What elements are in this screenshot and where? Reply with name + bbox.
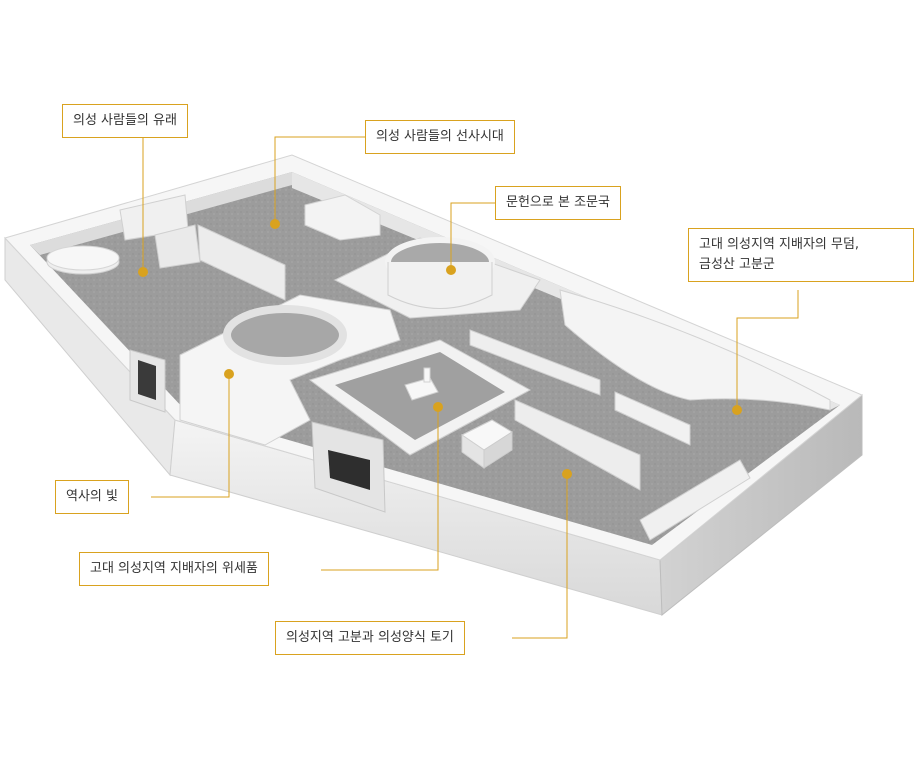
label-ruler-tombs-line2: 금성산 고분군 — [699, 257, 775, 272]
label-light: 역사의 빛 — [55, 480, 129, 514]
label-ruler-tombs: 고대 의성지역 지배자의 무덤, 금성산 고분군 — [688, 228, 914, 282]
regalia-pedestal — [404, 377, 439, 401]
ruler-tombs-curved-wall — [559, 289, 831, 411]
pottery-partition-3 — [639, 459, 751, 541]
label-light-text: 역사의 빛 — [66, 489, 118, 504]
label-pottery-text: 의성지역 고분과 의성양식 토기 — [286, 630, 454, 645]
partition-wall-2 — [154, 224, 201, 269]
marker-dots — [138, 219, 742, 479]
label-pottery: 의성지역 고분과 의성양식 토기 — [275, 621, 465, 655]
label-ruler-tombs-line1: 고대 의성지역 지배자의 무덤, — [699, 237, 860, 252]
prehistoric-platform — [304, 194, 381, 241]
label-origin-text: 의성 사람들의 유래 — [73, 113, 177, 128]
label-regalia-text: 고대 의성지역 지배자의 위세품 — [90, 561, 258, 576]
label-jomunguk-text: 문헌으로 본 조문국 — [506, 195, 610, 210]
label-prehistoric-text: 의성 사람들의 선사시대 — [376, 129, 504, 144]
leader-lines — [142, 136, 799, 639]
label-prehistoric: 의성 사람들의 선사시대 — [365, 120, 515, 154]
label-jomunguk: 문헌으로 본 조문국 — [495, 186, 621, 220]
pottery-partition-2 — [614, 391, 691, 446]
label-regalia: 고대 의성지역 지배자의 위세품 — [79, 552, 269, 586]
light-circular-well — [223, 305, 347, 365]
label-origin: 의성 사람들의 유래 — [62, 104, 188, 138]
pottery-partition-1 — [514, 399, 641, 491]
partition-wall-3 — [197, 224, 286, 301]
pottery-partition-4 — [469, 329, 601, 396]
